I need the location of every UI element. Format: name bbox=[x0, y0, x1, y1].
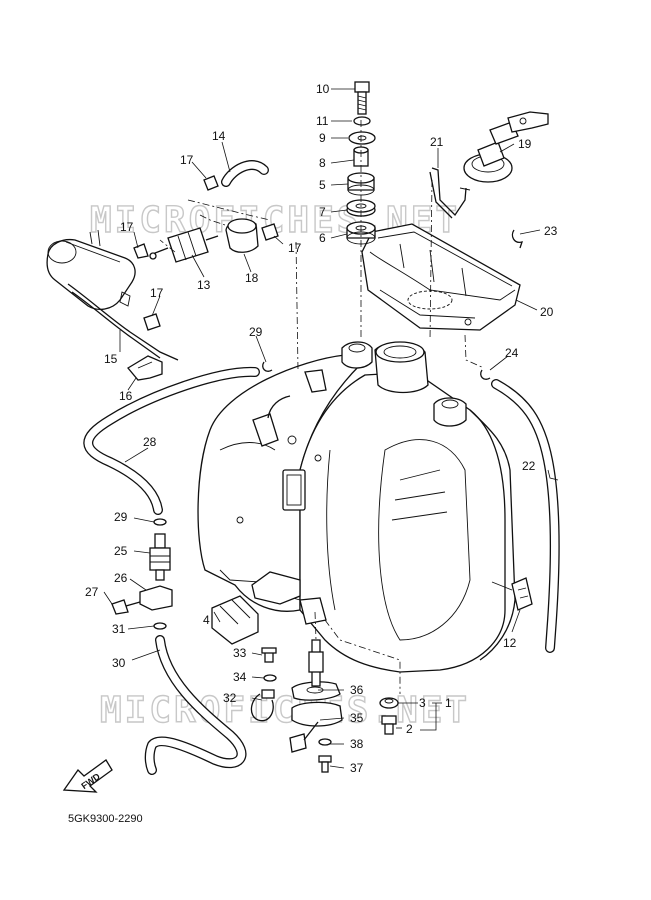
part-label-15: 15 bbox=[104, 352, 118, 366]
part-label-25: 25 bbox=[114, 544, 128, 558]
part-label-13: 13 bbox=[197, 278, 211, 292]
clip-12 bbox=[511, 577, 533, 611]
hose-joint-18 bbox=[225, 218, 259, 253]
bracket-16 bbox=[127, 355, 163, 381]
watermarks: MICROFICHES.NET MICROFICHES.NET bbox=[89, 199, 470, 731]
fwd-arrow-icon: FWD bbox=[62, 759, 113, 793]
assembly-lines bbox=[159, 120, 485, 694]
part-label-36: 36 bbox=[350, 683, 364, 697]
part-label-31: 31 bbox=[112, 622, 126, 636]
part-label-16: 16 bbox=[119, 389, 133, 403]
part-labels: 10 11 9 8 5 7 6 14 17 17 17 17 13 18 19 … bbox=[85, 82, 558, 775]
part-label-6: 6 bbox=[319, 231, 326, 245]
fuel-tank bbox=[197, 341, 516, 673]
fuel-cock-assembly bbox=[250, 639, 343, 773]
leader-lines bbox=[103, 88, 559, 769]
part-label-19: 19 bbox=[518, 137, 532, 151]
part-label-20: 20 bbox=[540, 305, 554, 319]
damper-4 bbox=[211, 595, 259, 645]
clip-24 bbox=[480, 369, 491, 380]
hose-28 bbox=[83, 366, 260, 515]
hose-22 bbox=[491, 379, 560, 653]
part-label-5: 5 bbox=[319, 178, 326, 192]
part-label-1: 1 bbox=[445, 696, 452, 710]
watermark-bottom: MICROFICHES.NET bbox=[100, 690, 470, 731]
part-label-32: 32 bbox=[223, 691, 237, 705]
clip-23 bbox=[511, 229, 523, 249]
part-label-18: 18 bbox=[245, 271, 259, 285]
part-label-29-a: 29 bbox=[249, 325, 263, 339]
part-label-35: 35 bbox=[350, 711, 364, 725]
charcoal-canister bbox=[46, 229, 179, 361]
fuel-cap bbox=[463, 111, 549, 183]
fuel-filter bbox=[149, 227, 219, 263]
part-label-4: 4 bbox=[203, 613, 210, 627]
part-label-2: 2 bbox=[406, 722, 413, 736]
part-label-12: 12 bbox=[503, 636, 517, 650]
part-label-10: 10 bbox=[316, 82, 330, 96]
clips-17 bbox=[133, 175, 279, 331]
part-label-22: 22 bbox=[522, 459, 536, 473]
part-label-17-c: 17 bbox=[120, 220, 134, 234]
part-label-28: 28 bbox=[143, 435, 157, 449]
drawing-code: 5GK9300-2290 bbox=[68, 813, 143, 825]
part-label-14: 14 bbox=[212, 129, 226, 143]
part-label-38: 38 bbox=[350, 737, 364, 751]
part-label-30: 30 bbox=[112, 656, 126, 670]
part-label-8: 8 bbox=[319, 156, 326, 170]
part-label-17-d: 17 bbox=[150, 286, 164, 300]
part-label-21: 21 bbox=[430, 135, 444, 149]
part-label-17-b: 17 bbox=[288, 241, 302, 255]
hose-14 bbox=[221, 160, 269, 187]
part-label-9: 9 bbox=[319, 131, 326, 145]
mount-hardware-stack bbox=[346, 81, 376, 245]
part-label-7: 7 bbox=[319, 205, 326, 219]
part-label-11: 11 bbox=[316, 114, 329, 128]
part-label-26: 26 bbox=[114, 571, 128, 585]
part-label-17-a: 17 bbox=[180, 153, 194, 167]
part-label-33: 33 bbox=[233, 646, 247, 660]
part-label-37: 37 bbox=[350, 761, 364, 775]
part-label-3: 3 bbox=[419, 696, 426, 710]
clip-29-upper bbox=[262, 361, 273, 372]
fuel-tank-cover bbox=[361, 223, 521, 331]
hose-30 bbox=[144, 635, 247, 775]
part-label-34: 34 bbox=[233, 670, 247, 684]
part-label-29-b: 29 bbox=[114, 510, 128, 524]
part-label-27: 27 bbox=[85, 585, 99, 599]
part-label-23: 23 bbox=[544, 224, 558, 238]
valve-assembly bbox=[111, 518, 173, 630]
part-label-24: 24 bbox=[505, 346, 519, 360]
